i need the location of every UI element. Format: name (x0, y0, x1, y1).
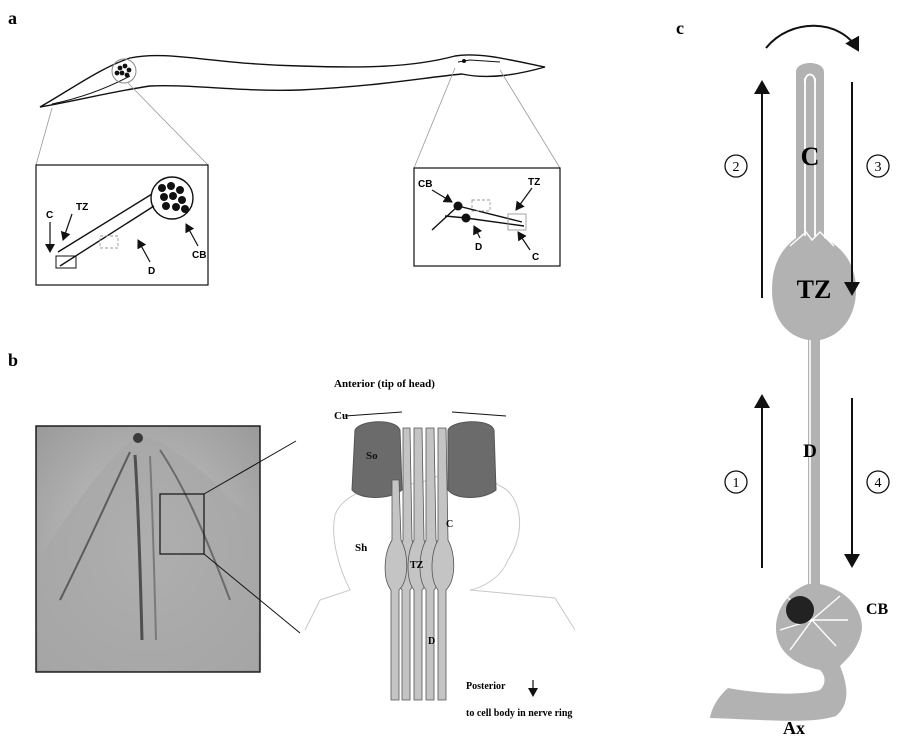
ax-label-c: Ax (783, 718, 805, 736)
zoom-line-right-a (414, 68, 455, 168)
inset-head-d-label: D (148, 266, 155, 277)
c-label-c: C (801, 142, 820, 171)
tz-label-c: TZ (797, 275, 832, 304)
turnaround-arrow (766, 26, 858, 50)
anterior-label: Anterior (tip of head) (334, 378, 435, 390)
cb-label-c: CB (866, 601, 889, 618)
step-1-label: 1 (733, 476, 740, 491)
c-label-b: C (446, 519, 453, 530)
so-label: So (366, 450, 378, 462)
panel-a-letter: a (8, 8, 17, 28)
panel-a: a (8, 8, 560, 285)
posterior-label: Posterior (466, 681, 506, 692)
cuticle (345, 412, 506, 416)
inset-tail-c-label: C (532, 252, 539, 263)
d-label-b: D (428, 636, 435, 647)
posterior-note: to cell body in nerve ring (466, 708, 572, 719)
inset-head-tz-label: TZ (76, 202, 88, 213)
panel-c-letter: c (676, 18, 684, 38)
inset-tail: CB TZ D C (414, 168, 560, 266)
inset-tail-tz-label: TZ (528, 177, 540, 188)
inset-head: C TZ D CB (36, 165, 208, 285)
sh-label: Sh (355, 542, 367, 554)
socket-cell-right (448, 422, 496, 498)
zoom-line-right-b (500, 70, 560, 168)
micrograph (36, 426, 260, 672)
nucleus (786, 596, 814, 624)
step-2-label: 2 (733, 160, 740, 175)
d-label-c: D (803, 441, 817, 462)
inset-tail-cb-label: CB (418, 179, 432, 190)
cu-label: Cu (334, 410, 348, 422)
step-4-label: 4 (875, 476, 882, 491)
panel-b-letter: b (8, 350, 18, 370)
panel-b: b Anterior (tip of head) (8, 350, 575, 719)
step-3-label: 3 (875, 160, 882, 175)
zoom-line-left-a (36, 108, 52, 165)
worm-tail-cell (462, 59, 466, 63)
zoom-line-left-b (128, 83, 208, 165)
inset-head-cb-label: CB (192, 250, 206, 261)
tz-label-b: TZ (410, 560, 424, 571)
panel-c: c 2 3 1 4 C (676, 18, 889, 736)
inset-head-c-label: C (46, 210, 53, 221)
inset-tail-d-label: D (475, 242, 482, 253)
